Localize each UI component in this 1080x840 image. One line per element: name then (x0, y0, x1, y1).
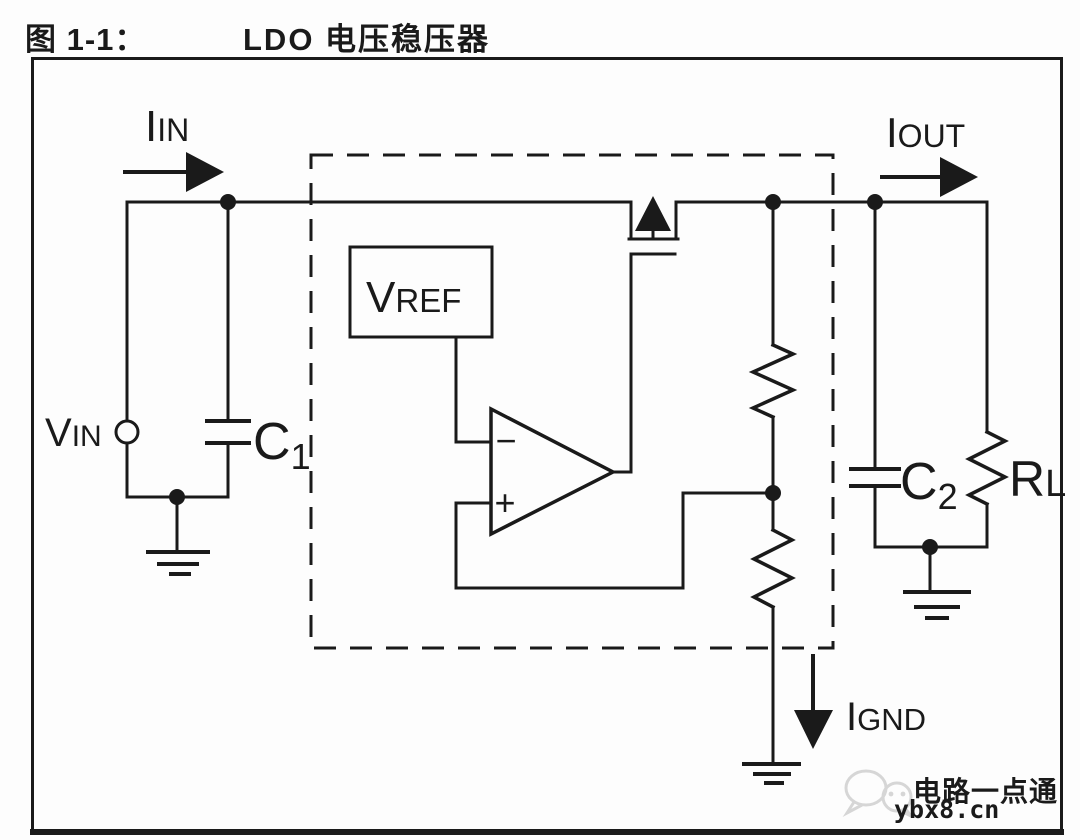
resistor-r1 (748, 342, 798, 420)
iout-label: IOUT (886, 109, 965, 156)
junction-dot (922, 539, 938, 555)
wire-input-bottom (125, 441, 230, 499)
junction-dot (765, 194, 781, 210)
wire-vref-to-opamp (454, 335, 492, 444)
vin-terminal (114, 419, 140, 445)
pass-transistor-arrow (635, 196, 671, 231)
iout-arrow (880, 157, 978, 197)
junction-dot (765, 485, 781, 501)
wire-feedback (454, 491, 775, 590)
opamp-plus-input: + (494, 482, 515, 523)
watermark: 电路一点通 ybx8.cn (842, 769, 1058, 824)
ground-symbol-center (742, 762, 801, 785)
resistor-rl (965, 429, 1009, 507)
wire-opamp-to-gate (611, 252, 677, 474)
vref-block (348, 245, 494, 339)
wechat-icon (842, 769, 913, 818)
capacitor-c1 (205, 419, 251, 445)
error-amplifier (489, 406, 617, 537)
ignd-label: IGND (846, 695, 926, 739)
ldo-boundary-box (309, 153, 835, 650)
ground-symbol-right (903, 590, 971, 620)
figure-title: LDO 电压稳压器 (243, 22, 491, 57)
figure-number: 图 1-1： (25, 22, 147, 57)
junction-dot (867, 194, 883, 210)
watermark-site: ybx8.cn (894, 795, 999, 824)
c1-label: C1 (253, 413, 311, 477)
capacitor-c2 (849, 467, 901, 488)
opamp-minus-input: − (495, 420, 516, 461)
ignd-arrow (794, 654, 833, 749)
ground-symbol-left (146, 550, 210, 576)
rl-label: RL (1009, 451, 1066, 507)
junction-dot (169, 489, 185, 505)
junction-dots (169, 194, 938, 555)
watermark-brand: 电路一点通 (913, 776, 1058, 807)
resistor-r2 (750, 527, 796, 610)
vref-label: VREF (366, 273, 461, 322)
c2-label: C2 (900, 453, 958, 517)
figure-caption: 图 1-1： LDO 电压稳压器 (0, 14, 1080, 58)
vin-label: VIN (45, 411, 102, 455)
junction-dot (220, 194, 236, 210)
iin-arrow (123, 152, 224, 192)
iin-label: IIN (145, 102, 189, 151)
